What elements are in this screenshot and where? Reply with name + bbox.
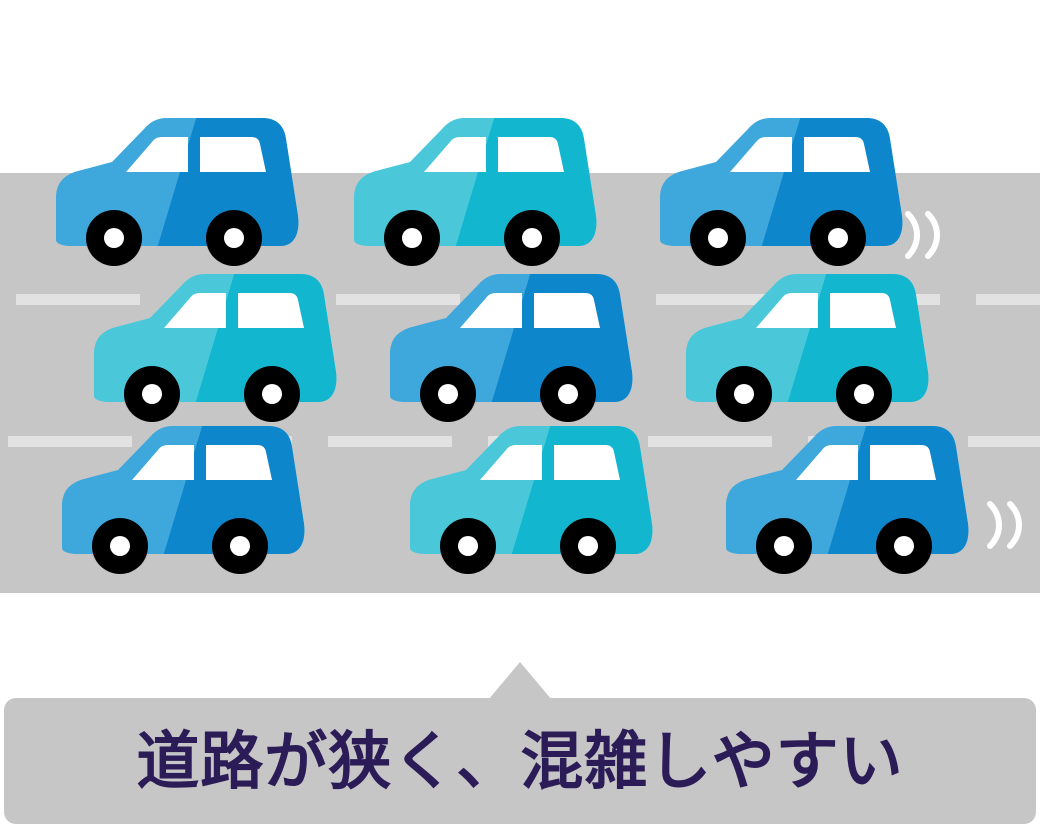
caption-pointer-triangle (488, 662, 552, 700)
car-icon (402, 420, 664, 580)
car-icon (382, 268, 644, 428)
car-icon (48, 112, 310, 272)
lane-dash (656, 294, 780, 305)
car-icon (86, 268, 348, 428)
car-icon (678, 268, 940, 428)
caption-callout: 道路が狭く、混雑しやすい (0, 662, 1040, 832)
lane-dash (976, 294, 1040, 305)
lane-dash (336, 294, 460, 305)
caption-text: 道路が狭く、混雑しやすい (136, 724, 904, 798)
lane-dash (8, 436, 132, 447)
car-icon (346, 112, 608, 272)
speed-lines-icon (984, 496, 1030, 554)
car-icon (718, 420, 980, 580)
caption-box: 道路が狭く、混雑しやすい (4, 698, 1036, 824)
car-icon (54, 420, 316, 580)
lane-dash (648, 436, 772, 447)
car-icon (652, 112, 914, 272)
lane-dash (16, 294, 140, 305)
speed-lines-icon (902, 206, 948, 264)
lane-dash (968, 436, 1040, 447)
lane-dash (328, 436, 452, 447)
